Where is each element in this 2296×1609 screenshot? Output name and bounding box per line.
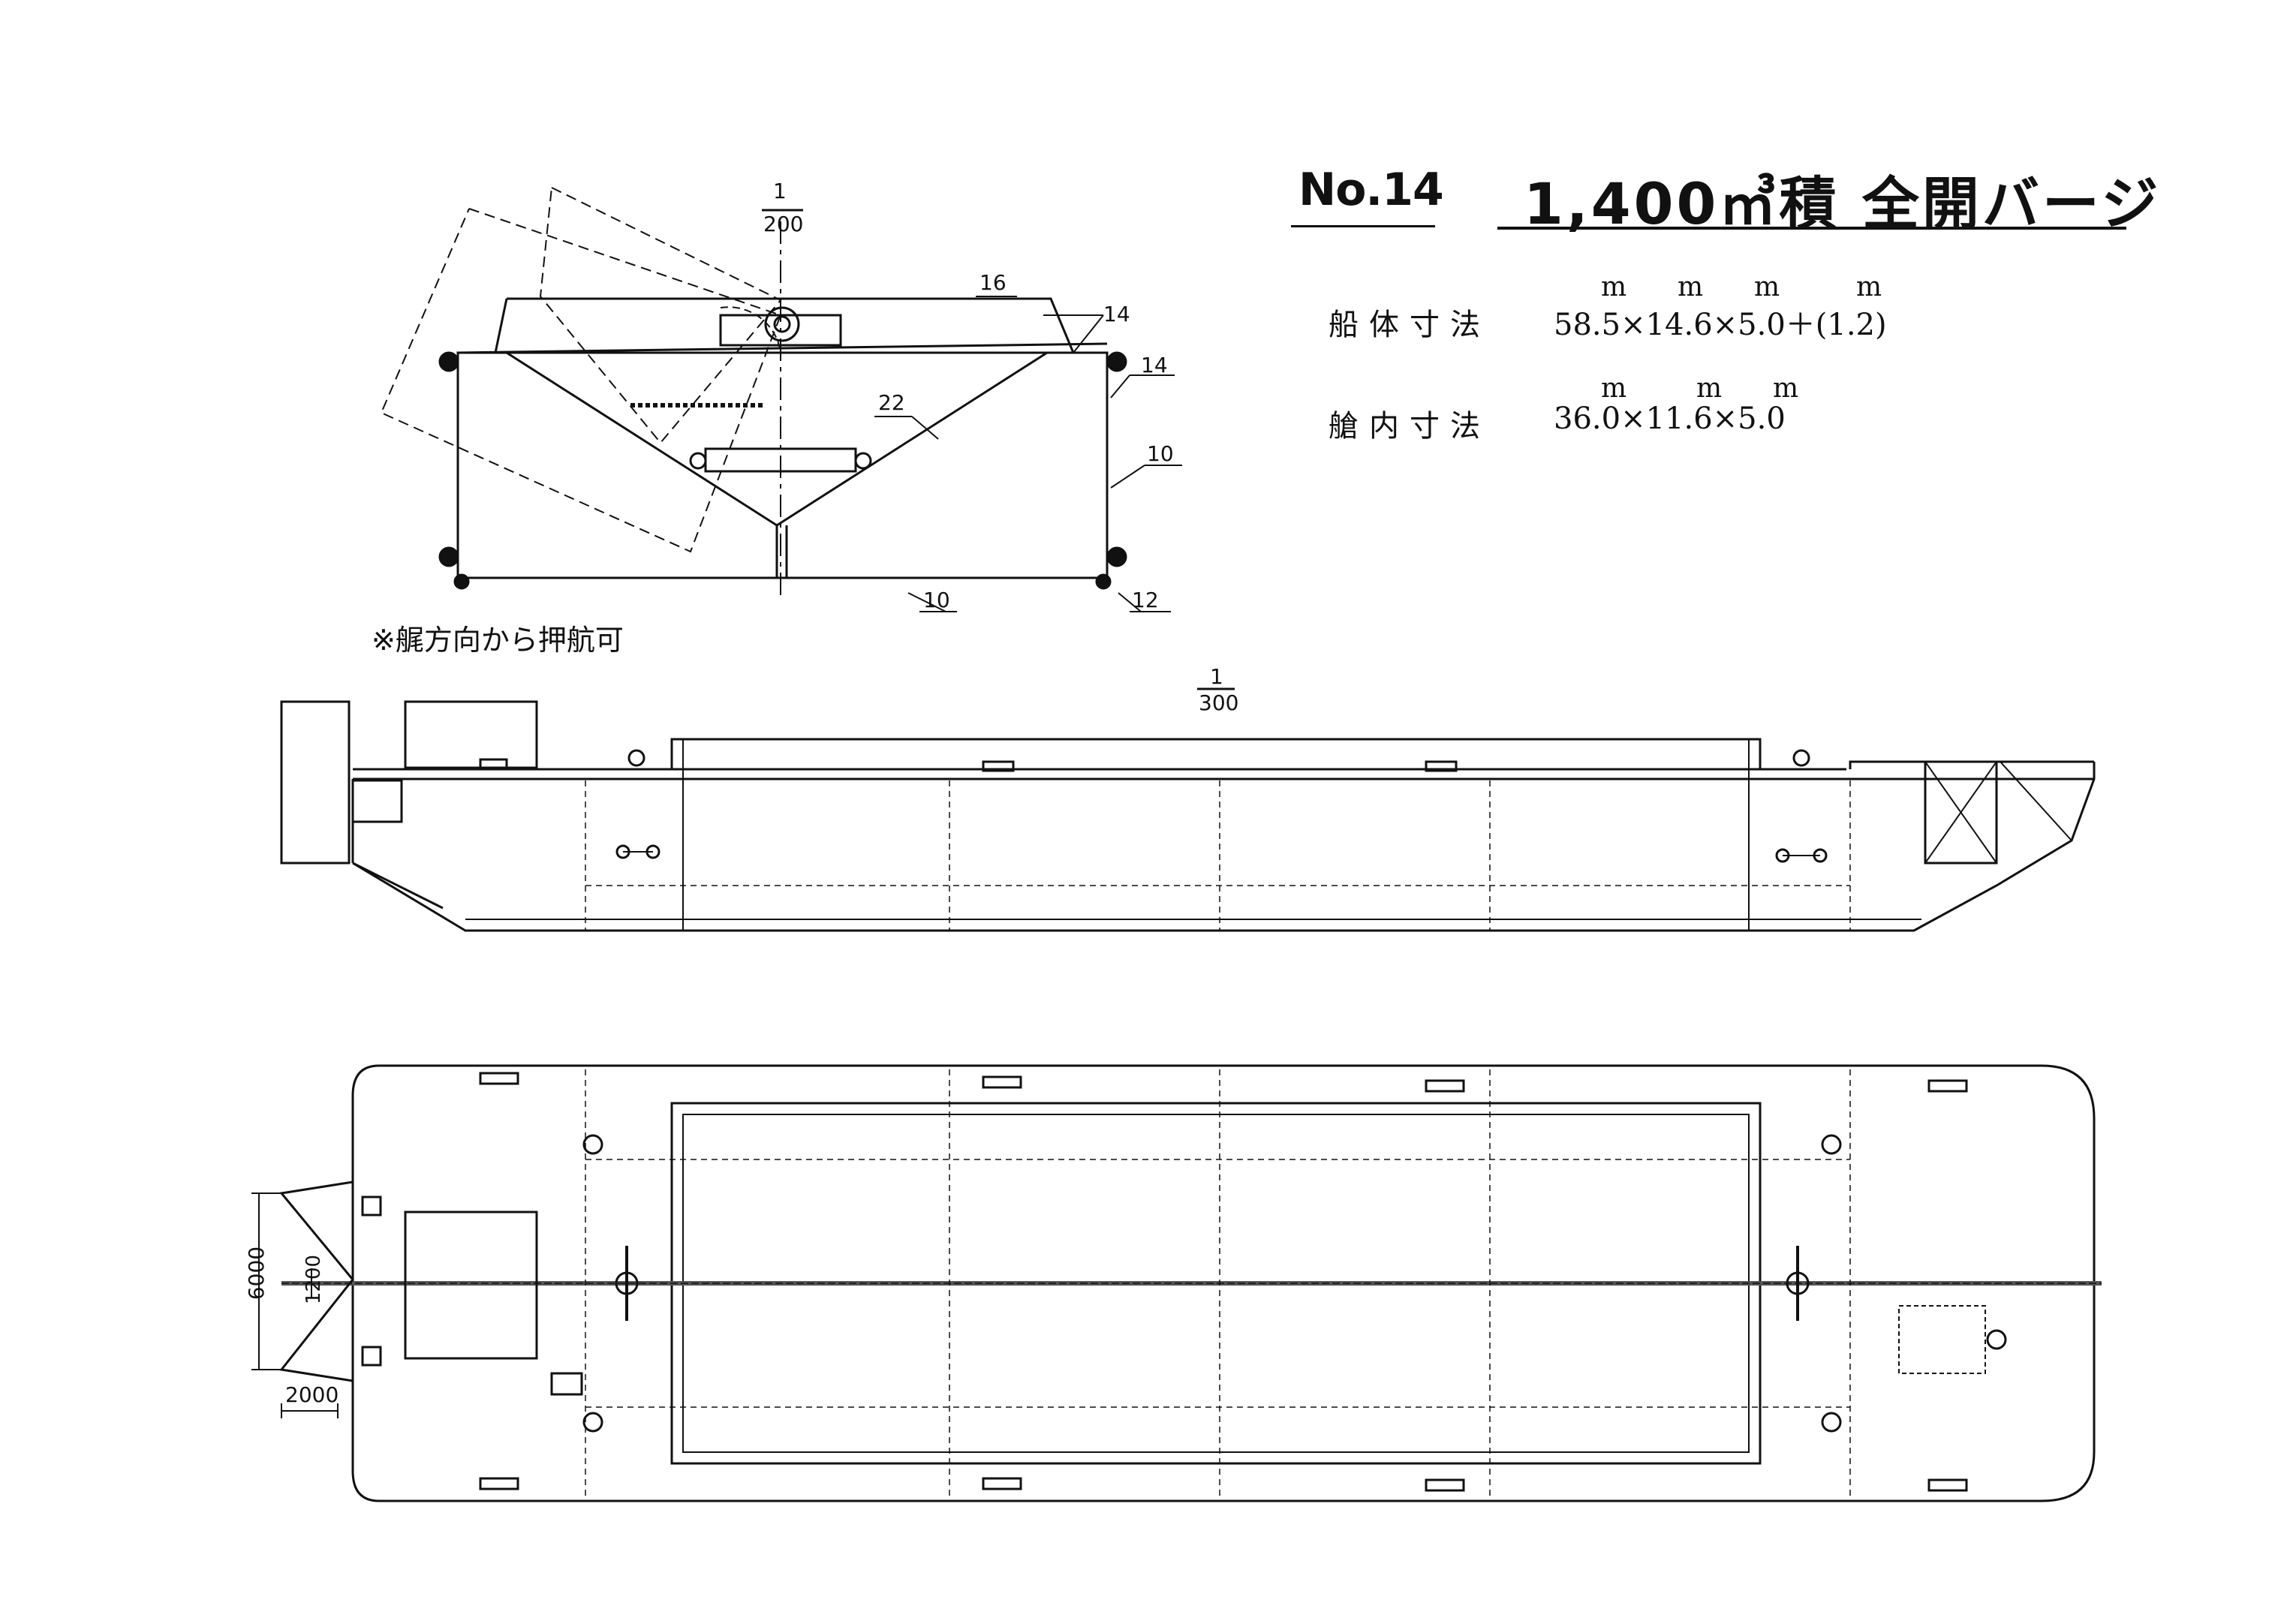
- stern-notch: [280, 700, 351, 865]
- plan-hull-outline: [351, 1064, 2096, 1502]
- side-scale-denominator: 300: [1199, 690, 1239, 715]
- plan-deck-house: [404, 1211, 538, 1360]
- spec-hull-label: 船体寸法: [1329, 308, 1491, 342]
- section-hull-outline: [456, 351, 1109, 579]
- hopper-v-walls: [506, 351, 1048, 527]
- spec-hold-unit-1: m: [1601, 373, 1627, 404]
- hull-bottom-line: [352, 762, 2096, 932]
- hatch-coaming: [670, 738, 1762, 769]
- section-scale-denominator: 200: [763, 212, 804, 236]
- callout-10-bottom: 10: [923, 588, 950, 612]
- spec-hull-unit-1: m: [1601, 272, 1627, 302]
- drawing-number-underline: [1291, 225, 1435, 227]
- dim-6000: 6000: [244, 1246, 269, 1301]
- spec-hull-value: 58.5×14.6×5.0＋(1.2): [1554, 308, 1887, 342]
- dim-2000: 2000: [285, 1382, 339, 1407]
- deck-house: [404, 700, 538, 769]
- callout-14-top: 14: [1103, 302, 1130, 326]
- opened-hull-dashed: [380, 208, 782, 553]
- plan-view: [251, 1064, 2102, 1502]
- bow-winch: [1898, 1305, 1986, 1374]
- hopper-top-rim: [507, 297, 1075, 353]
- push-note: ※艉方向から押航可: [372, 624, 624, 657]
- dim-1200: 1200: [302, 1254, 326, 1305]
- section-scale-numerator: 1: [773, 179, 787, 203]
- spec-hull-unit-2: m: [1678, 272, 1704, 302]
- side-scale-numerator: 1: [1210, 664, 1223, 689]
- callout-22: 22: [878, 390, 905, 415]
- callout-10-side: 10: [1147, 441, 1174, 466]
- spec-hold-value: 36.0×11.6×5.0: [1554, 401, 1786, 436]
- drawing-number: No.14: [1298, 164, 1444, 216]
- stern-push-notch: [279, 1180, 354, 1382]
- drawing-title-underline: [1497, 227, 2126, 230]
- section-view: [380, 187, 1182, 612]
- spec-hold-label: 艙内寸法: [1329, 409, 1491, 444]
- callout-14: 14: [1141, 353, 1168, 377]
- drawing-title: 1,400㎥積 全開バージ: [1524, 170, 2162, 237]
- spec-hold-unit-2: m: [1696, 373, 1723, 404]
- callout-12: 12: [1132, 588, 1159, 612]
- side-elevation: [280, 687, 2096, 932]
- spec-hull-unit-3: m: [1754, 272, 1780, 302]
- callout-16: 16: [979, 270, 1007, 295]
- bow-box: [1924, 760, 1998, 865]
- hinge-pin-icon: [764, 306, 800, 342]
- spec-hold-unit-3: m: [1773, 373, 1799, 404]
- spec-hull-unit-4: m: [1856, 272, 1882, 302]
